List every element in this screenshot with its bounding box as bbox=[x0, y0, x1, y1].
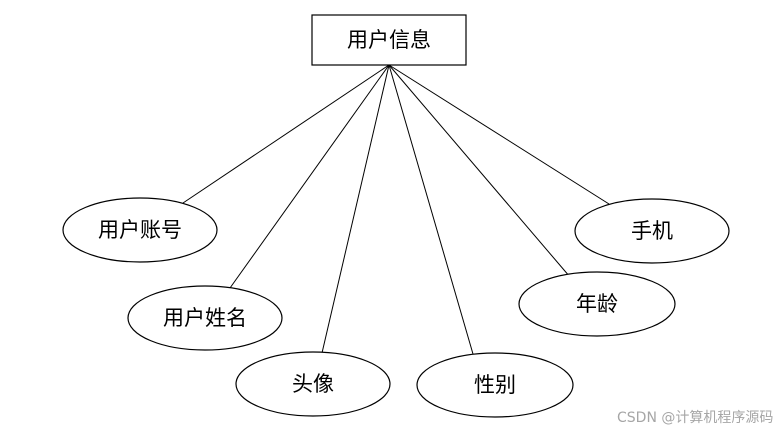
attribute-ellipse-user-account bbox=[62, 197, 218, 263]
connector-line-user-account bbox=[182, 64, 390, 204]
attribute-ellipse-age bbox=[518, 271, 676, 337]
attribute-label-age: 年龄 bbox=[576, 292, 618, 316]
connector-line-gender bbox=[388, 64, 474, 355]
connector-line-avatar bbox=[321, 64, 390, 354]
connector-lines bbox=[182, 64, 610, 355]
attribute-ellipse-phone bbox=[574, 198, 730, 264]
entity-user-info: 用户信息 bbox=[311, 14, 467, 66]
attribute-user-name: 用户姓名 bbox=[127, 285, 283, 351]
connector-line-user-name bbox=[229, 64, 390, 289]
attribute-ellipse-user-name bbox=[127, 285, 283, 351]
attribute-phone: 手机 bbox=[574, 198, 730, 264]
attribute-label-user-account: 用户账号 bbox=[98, 218, 182, 242]
attribute-label-user-name: 用户姓名 bbox=[163, 306, 247, 330]
attribute-age: 年龄 bbox=[518, 271, 676, 337]
entity-label: 用户信息 bbox=[347, 28, 431, 52]
entity-box bbox=[311, 14, 467, 66]
connector-line-age bbox=[388, 64, 571, 278]
attribute-label-avatar: 头像 bbox=[292, 372, 334, 396]
attribute-user-account: 用户账号 bbox=[62, 197, 218, 263]
attribute-avatar: 头像 bbox=[235, 351, 391, 417]
attribute-label-gender: 性别 bbox=[474, 373, 516, 397]
watermark-text: CSDN @计算机程序源码 bbox=[617, 410, 773, 426]
connector-line-phone bbox=[388, 64, 610, 205]
attribute-ellipse-gender bbox=[416, 352, 574, 418]
attribute-label-phone: 手机 bbox=[631, 219, 673, 243]
attribute-gender: 性别 bbox=[416, 352, 574, 418]
attribute-ellipse-avatar bbox=[235, 351, 391, 417]
